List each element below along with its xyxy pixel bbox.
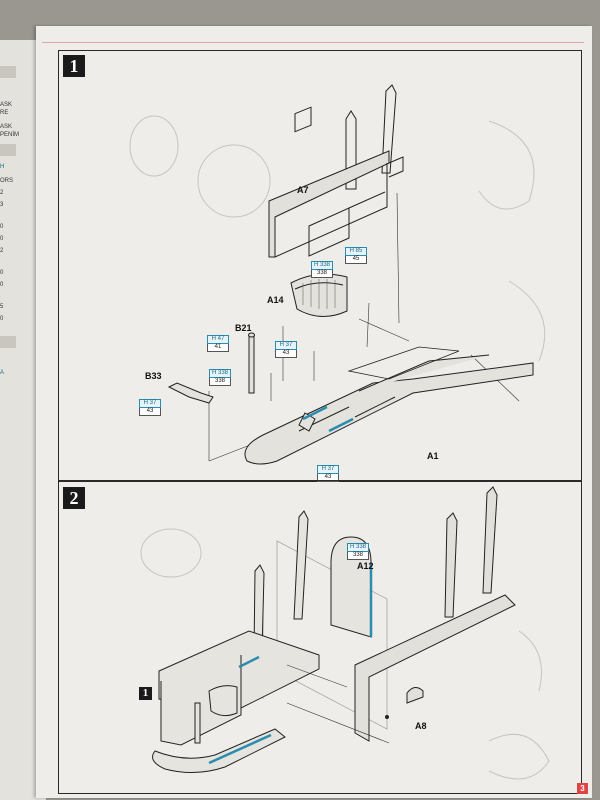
paint-callout: H 85 45 — [345, 247, 367, 264]
part-label-b33: B33 — [145, 371, 162, 381]
instruction-page: 1 — [36, 26, 592, 798]
part-label-a14: A14 — [267, 295, 284, 305]
step-1-drawing — [129, 84, 546, 465]
step-2-panel: 2 1 — [58, 480, 582, 794]
prev-page-strip — [0, 144, 16, 156]
part-label-b21: B21 — [235, 323, 252, 333]
prev-fragment: PENİM — [0, 132, 20, 138]
paint-number: 338 — [209, 378, 231, 386]
paint-code: H 338 — [311, 261, 333, 270]
paint-number: 43 — [317, 474, 339, 482]
prev-fragment: 5 — [0, 304, 4, 310]
paint-number: 338 — [311, 270, 333, 278]
paint-code: H 85 — [345, 247, 367, 256]
prev-fragment: 0 — [0, 224, 4, 230]
prev-fragment: 2 — [0, 190, 4, 196]
prev-fragment: ORS — [0, 178, 14, 184]
prev-fragment: A — [0, 370, 5, 376]
paint-number: 43 — [275, 350, 297, 358]
paint-callout: H 37 43 — [317, 465, 339, 482]
paint-callout: H 338 338 — [347, 543, 369, 560]
paint-number: 41 — [207, 344, 229, 352]
paint-number: 43 — [139, 408, 161, 416]
prev-fragment: 0 — [0, 270, 4, 276]
prev-page-strip — [0, 336, 16, 348]
paint-callout: H 338 338 — [311, 261, 333, 278]
page-number: 3 — [577, 783, 588, 794]
prev-fragment: ASK — [0, 124, 13, 130]
paint-code: H 37 — [275, 341, 297, 350]
paint-code: H 37 — [139, 399, 161, 408]
prev-fragment: 2 — [0, 248, 4, 254]
prev-fragment: H — [0, 164, 5, 170]
paint-callout: H 338 338 — [209, 369, 231, 386]
prev-fragment: RE — [0, 110, 9, 116]
part-label-a7: A7 — [297, 185, 309, 195]
prev-fragment: 0 — [0, 316, 4, 322]
paint-code: H 37 — [317, 465, 339, 474]
step-1-panel: 1 — [58, 50, 582, 482]
paint-code: H 338 — [209, 369, 231, 378]
paint-callout: H 47 41 — [207, 335, 229, 352]
prev-fragment: 3 — [0, 202, 4, 208]
prev-fragment: ASK — [0, 102, 13, 108]
prev-page-strip — [0, 66, 16, 78]
paint-number: 338 — [347, 552, 369, 560]
part-label-a8: A8 — [415, 721, 427, 731]
paint-callout: H 37 43 — [139, 399, 161, 416]
prev-fragment: 0 — [0, 282, 4, 288]
sub-step-reference: 1 — [139, 687, 152, 700]
step-2-number: 2 — [63, 487, 85, 509]
paint-code: H 47 — [207, 335, 229, 344]
paint-callout: H 37 43 — [275, 341, 297, 358]
top-accent-line — [42, 42, 584, 43]
part-label-a1: A1 — [427, 451, 439, 461]
paint-number: 45 — [345, 256, 367, 264]
step-2-drawing — [140, 486, 550, 780]
step-1-number: 1 — [63, 55, 85, 77]
part-label-a12: A12 — [357, 561, 374, 571]
prev-fragment: 0 — [0, 236, 4, 242]
paint-code: H 338 — [347, 543, 369, 552]
